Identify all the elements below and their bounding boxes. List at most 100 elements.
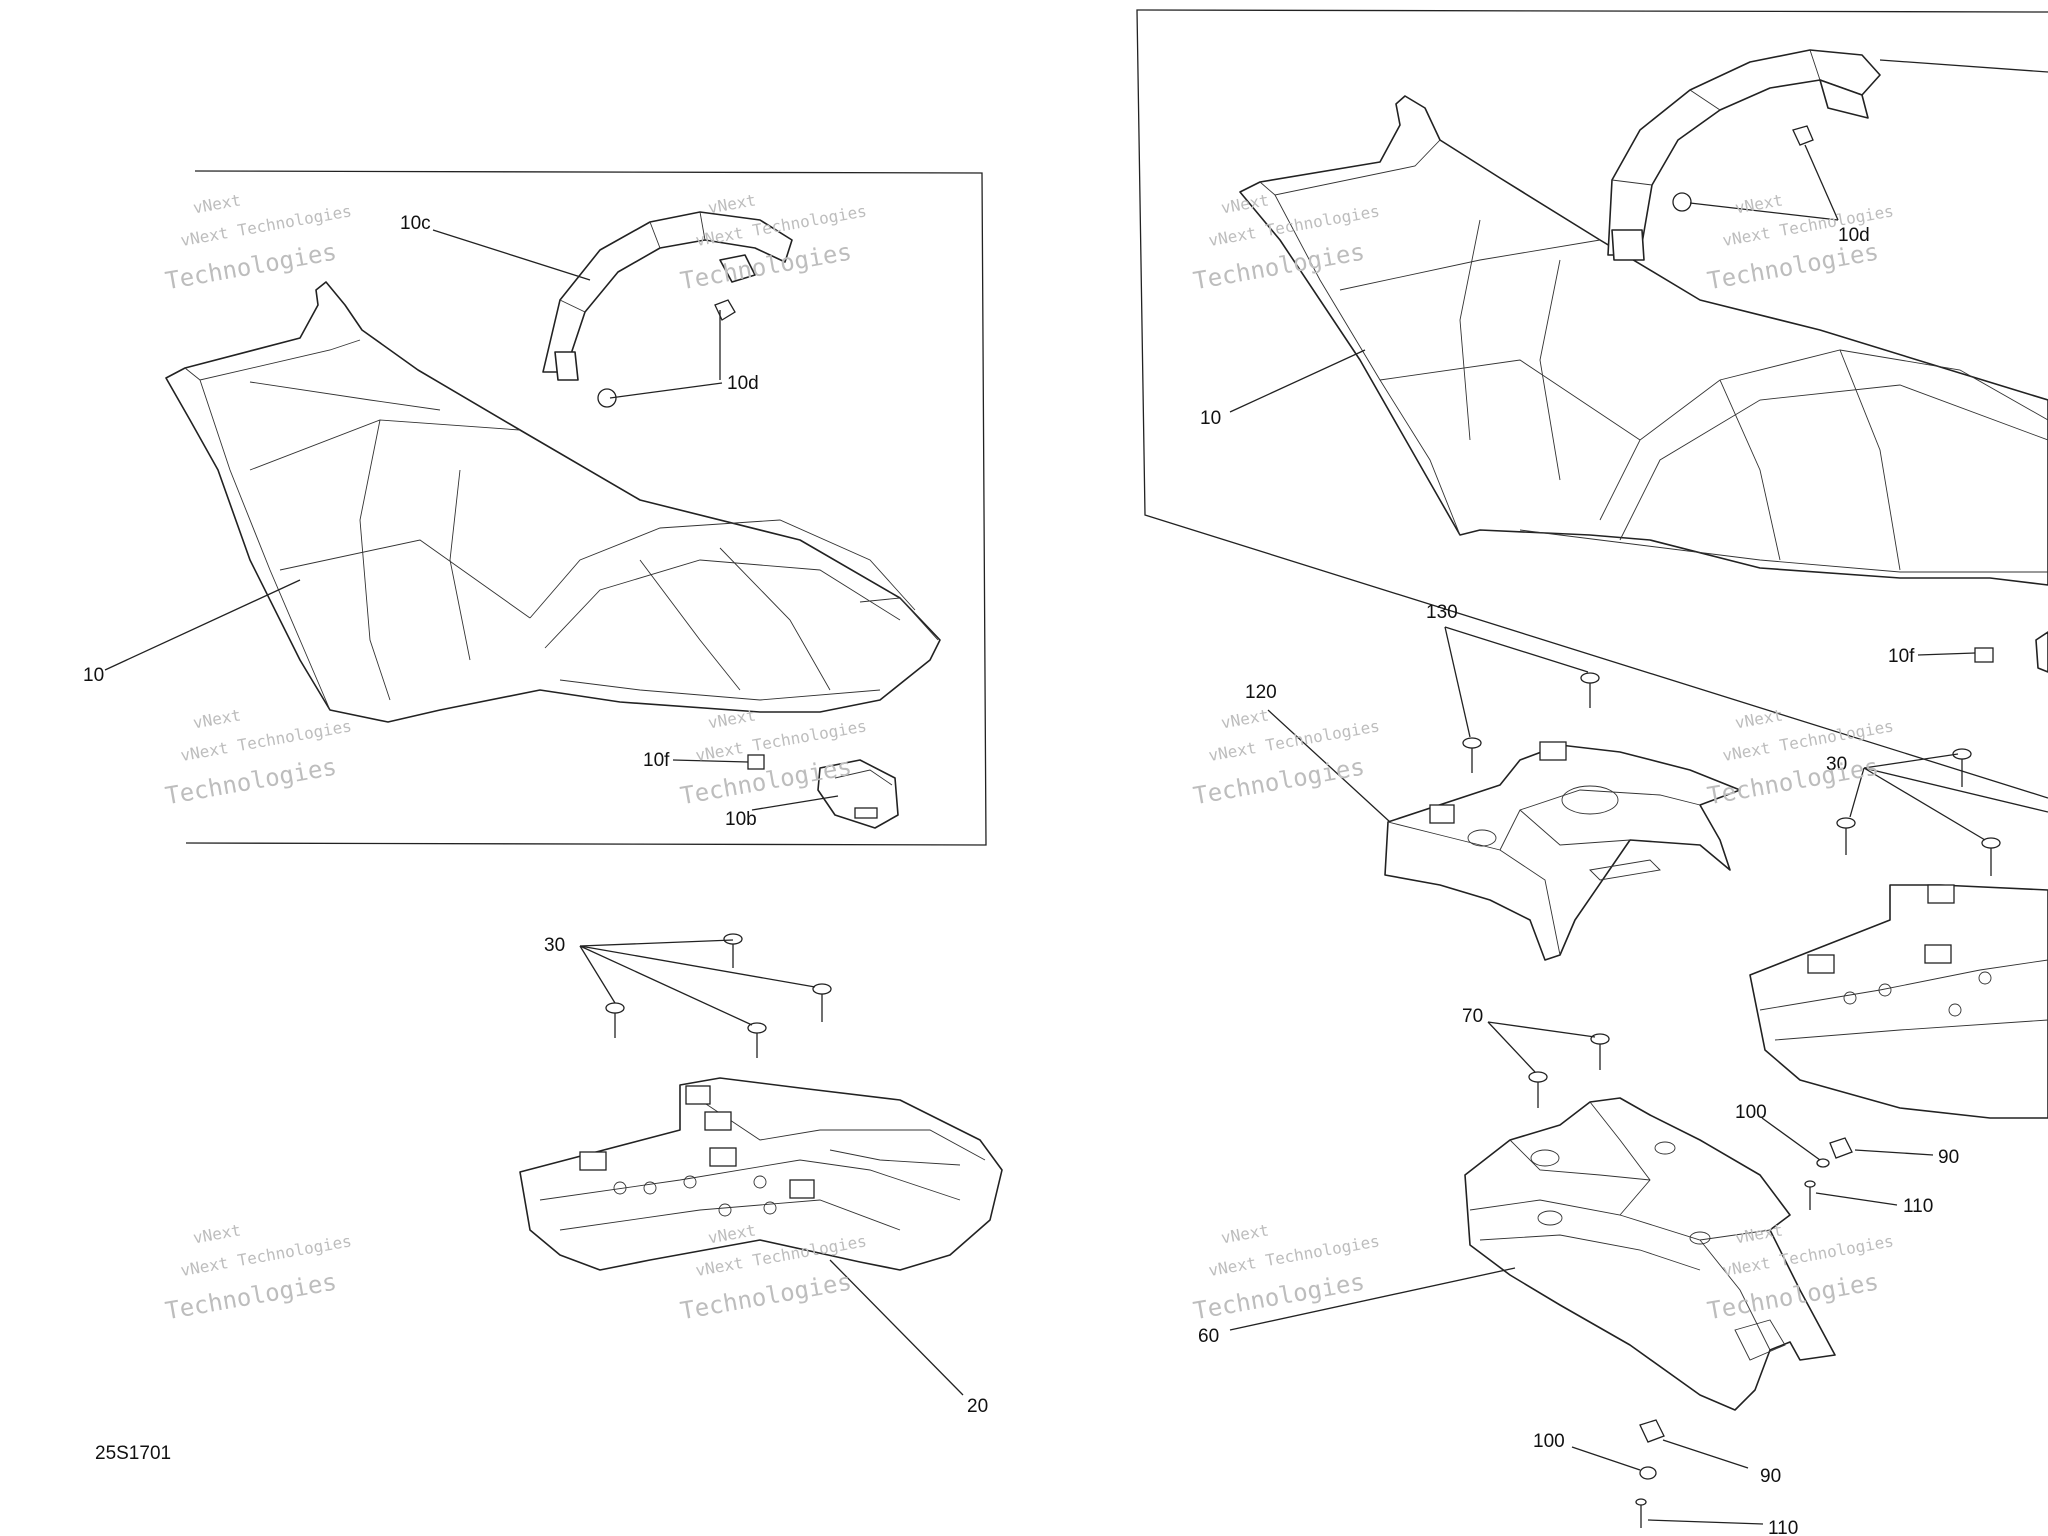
- leader: [1662, 1439, 1749, 1469]
- leader: [1863, 753, 1959, 769]
- left-seat-kit-frame: [185, 170, 987, 846]
- leader: [751, 795, 839, 811]
- leader: [1444, 626, 1589, 673]
- leader: [1854, 1149, 1934, 1156]
- right-bolt: [1528, 1071, 1548, 1108]
- right-bolt: [1981, 837, 2001, 876]
- left-bolts-30: [605, 933, 832, 1058]
- leader: [1761, 1117, 1821, 1161]
- leader: [1917, 652, 1976, 656]
- watermark: vNext vNext Technologies Technologies: [678, 190, 868, 295]
- callout-110-upper: 110: [1903, 1196, 1933, 1217]
- leader: [1229, 349, 1366, 413]
- callout-90-lower: 90: [1760, 1466, 1781, 1487]
- right-bolts-70: [1528, 1033, 1610, 1108]
- callout-10b: 10b: [725, 809, 757, 830]
- right-seat-kit-frame: [1136, 9, 2048, 799]
- right-bolts-30: [1836, 748, 2001, 876]
- left-assembly: 10c 10d 10 10f 10b 30 20 25S1701: [83, 170, 1003, 1464]
- left-nut-10d: [597, 388, 617, 408]
- left-rack: [519, 1077, 1003, 1271]
- leader: [579, 939, 734, 947]
- leader: [1571, 1446, 1641, 1471]
- right-rack: [1749, 884, 2048, 1119]
- right-screw-110a: [1804, 1180, 1816, 1210]
- callout-20: 20: [967, 1396, 988, 1417]
- leader: [1863, 767, 1986, 841]
- right-latch: [1974, 631, 2048, 673]
- left-seat: [165, 281, 941, 723]
- svg-text:vNext: vNext: [707, 190, 758, 217]
- right-nut-10d: [1672, 192, 1692, 212]
- leader: [1229, 1267, 1516, 1331]
- left-clip-10d: [714, 299, 736, 321]
- leader: [1879, 59, 2048, 73]
- callout-90-upper: 90: [1938, 1147, 1959, 1168]
- right-bolt: [1836, 817, 1856, 855]
- right-bolt: [1952, 748, 1972, 787]
- watermark: vNext vNext Technologies Technologies: [163, 190, 353, 295]
- leader: [672, 759, 749, 763]
- right-bolt: [1462, 737, 1482, 773]
- callout-60: 60: [1198, 1326, 1219, 1347]
- callout-120: 120: [1245, 682, 1277, 703]
- right-washer-100a: [1816, 1158, 1830, 1168]
- diagram-code: 25S1701: [95, 1443, 171, 1464]
- leader: [609, 382, 723, 399]
- callout-10f: 10f: [643, 750, 670, 771]
- callout-10c: 10c: [400, 213, 431, 234]
- right-grab-strap: [1607, 49, 1881, 261]
- leader: [1804, 144, 1839, 221]
- leader: [1267, 709, 1391, 823]
- leader: [579, 945, 816, 988]
- left-bolt: [812, 983, 832, 1022]
- watermark: vNext vNext Technologies Technologies: [1705, 705, 1895, 810]
- callout-10d-right: 10d: [1838, 225, 1870, 246]
- callout-110-lower: 110: [1768, 1518, 1798, 1536]
- left-bolt: [723, 933, 743, 968]
- right-washer-100b: [1639, 1466, 1657, 1480]
- leader: [104, 579, 301, 671]
- callout-30-right: 30: [1826, 754, 1847, 775]
- svg-text:vNext: vNext: [192, 705, 243, 732]
- leader: [1487, 1021, 1536, 1073]
- leader: [1647, 1519, 1764, 1525]
- leader: [1815, 1192, 1898, 1206]
- callout-70: 70: [1462, 1006, 1483, 1027]
- callout-10: 10: [83, 665, 104, 686]
- right-bolt: [1580, 672, 1600, 708]
- leader: [1444, 626, 1471, 738]
- left-bolt: [747, 1022, 767, 1058]
- callout-30: 30: [544, 935, 565, 956]
- callout-130: 130: [1426, 602, 1458, 623]
- svg-text:vNext: vNext: [192, 1220, 243, 1247]
- leader: [1863, 767, 2048, 813]
- right-fender: [1464, 1097, 1836, 1411]
- left-bolt: [605, 1002, 625, 1038]
- leader: [829, 1259, 964, 1396]
- callout-10-right: 10: [1200, 408, 1221, 429]
- callout-10d: 10d: [727, 373, 759, 394]
- leader: [432, 229, 591, 281]
- leader: [579, 945, 753, 1026]
- svg-text:vNext: vNext: [192, 190, 243, 217]
- svg-text:vNext: vNext: [1220, 1220, 1271, 1247]
- right-nut-90b: [1639, 1419, 1665, 1443]
- svg-text:vNext: vNext: [1734, 705, 1785, 732]
- right-seat: [1239, 95, 2048, 586]
- leader: [1487, 1021, 1596, 1038]
- callout-10f-right: 10f: [1888, 646, 1915, 667]
- callout-100-lower: 100: [1533, 1431, 1565, 1452]
- right-bolt: [1590, 1033, 1610, 1070]
- svg-text:vNext: vNext: [1220, 705, 1271, 732]
- leader: [1849, 767, 1865, 818]
- right-screw-110b: [1635, 1498, 1647, 1528]
- right-bracket: [1384, 741, 1741, 961]
- right-bolts-130: [1462, 672, 1600, 773]
- right-clip-10d: [1792, 125, 1814, 146]
- watermark: vNext vNext Technologies Technologies: [1191, 1220, 1381, 1325]
- watermark: vNext vNext Technologies Technologies: [1705, 190, 1895, 295]
- right-assembly: 10d 10 130 10f 120 30 70 100 90 110 60 1…: [1136, 9, 2048, 1536]
- right-nut-90a: [1829, 1137, 1853, 1159]
